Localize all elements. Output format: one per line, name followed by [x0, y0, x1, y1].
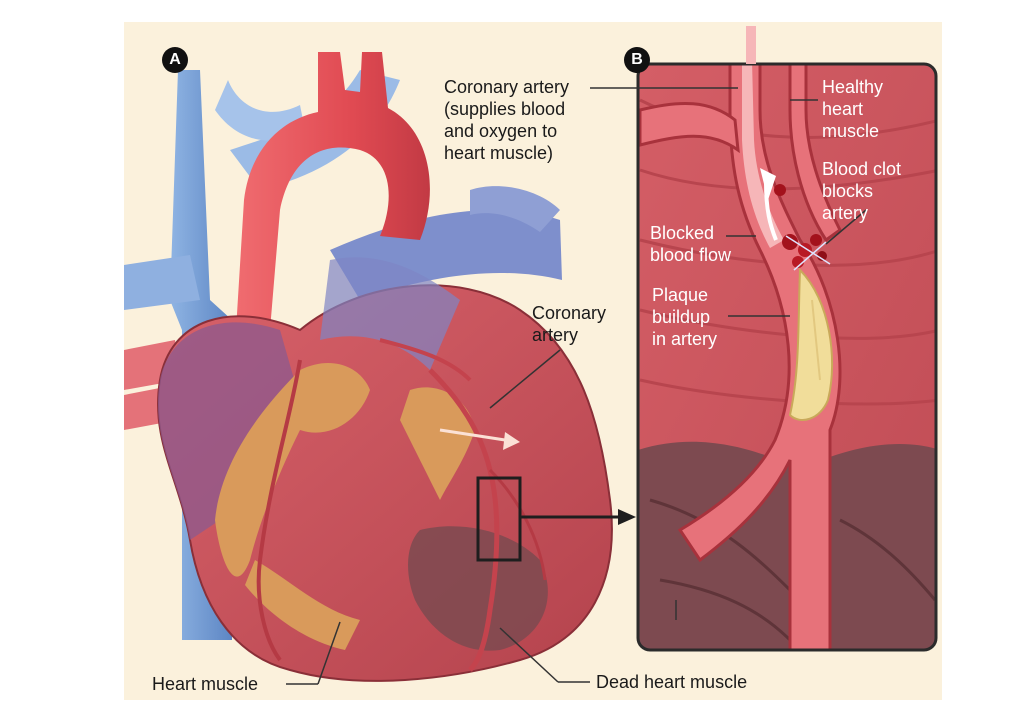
panel-b-badge: B	[624, 47, 650, 73]
blood-clot	[774, 184, 831, 271]
label-coronary-artery-main: Coronary artery (supplies blood and oxyg…	[444, 77, 570, 163]
panel-a-badge: A	[162, 47, 188, 73]
label-plaque-buildup: Plaque buildup in artery	[652, 285, 718, 349]
label-coronary-artery-heart: Coronary artery	[532, 303, 607, 345]
plaque-buildup	[788, 267, 834, 421]
label-heart-muscle: Heart muscle	[152, 674, 259, 694]
label-blood-clot: Blood clot blocks artery	[822, 159, 902, 223]
heart-body	[156, 257, 613, 682]
inset-panel-b	[636, 26, 938, 652]
blood-flow-arrow-heart	[439, 428, 506, 442]
aorta	[236, 52, 430, 330]
leader-lines	[286, 87, 867, 685]
zoom-arrowhead	[618, 509, 636, 525]
zoom-box	[476, 476, 522, 562]
label-blocked-blood-flow: Blocked blood flow	[650, 223, 732, 265]
label-dead-heart-muscle: Dead heart muscle	[596, 672, 748, 692]
label-healthy-heart-muscle: Healthy heart muscle	[822, 77, 884, 141]
